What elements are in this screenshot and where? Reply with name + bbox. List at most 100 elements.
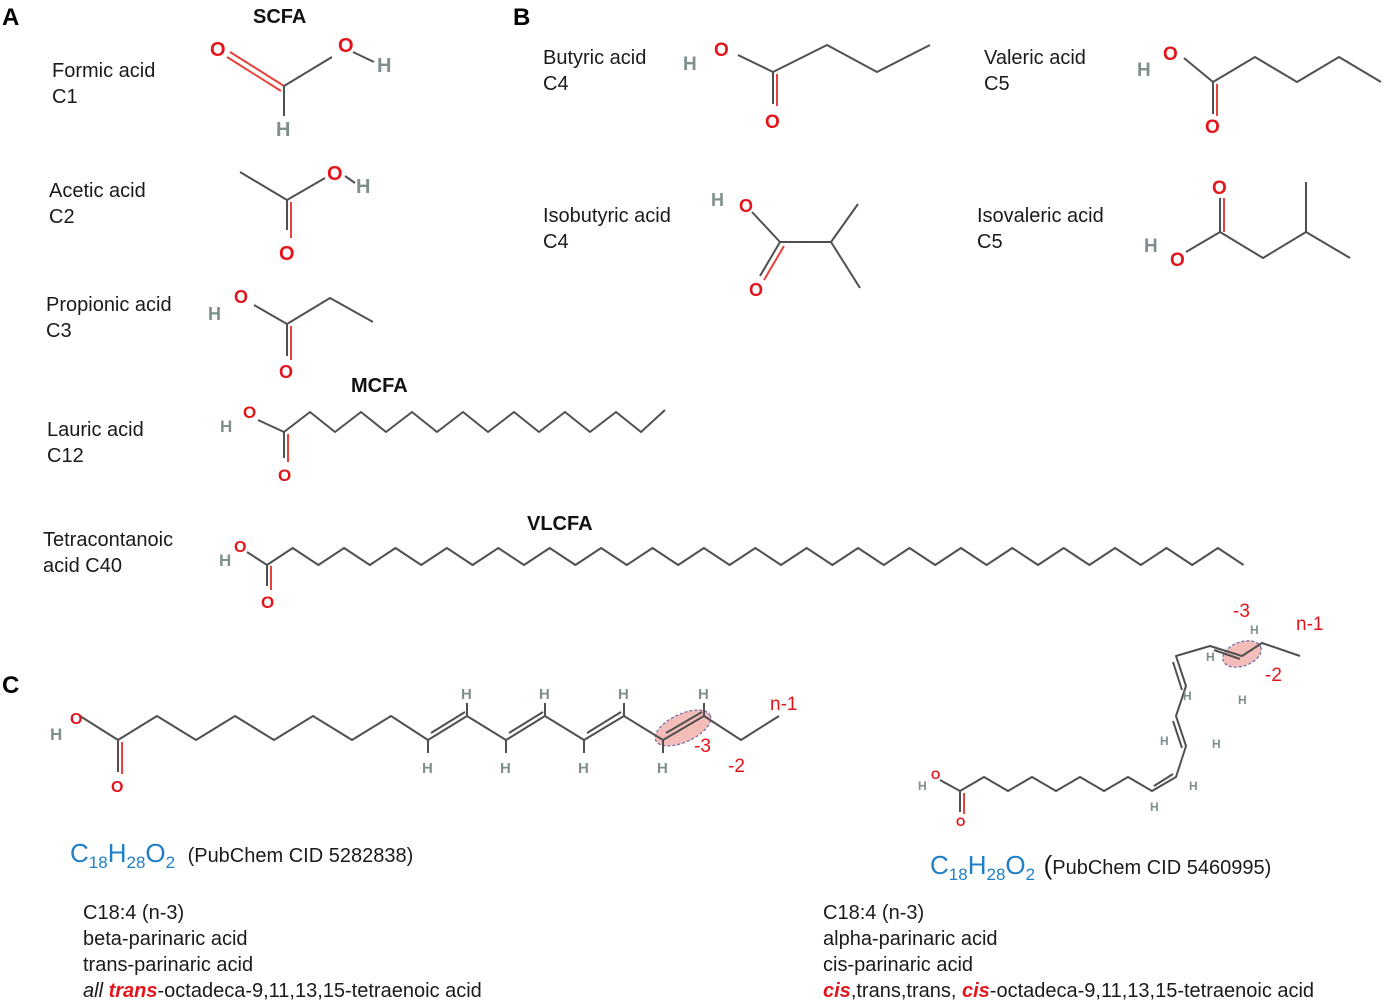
oxygen-atom: O bbox=[714, 40, 729, 61]
valeric-acid-structure: H O O bbox=[1137, 44, 1382, 138]
hydrogen-atom: H bbox=[276, 119, 290, 141]
hydrogen-atom: H bbox=[1212, 737, 1221, 751]
position-minus-2-label: -2 bbox=[728, 756, 745, 777]
oxygen-atom: O bbox=[234, 539, 246, 556]
oxygen-atom: O bbox=[279, 243, 295, 265]
oxygen-atom: O bbox=[338, 35, 354, 57]
oxygen-atom: O bbox=[956, 815, 965, 829]
hydrogen-atom: H bbox=[1250, 623, 1259, 637]
category-mcfa: MCFA bbox=[351, 375, 408, 397]
carbon-count: C2 bbox=[49, 206, 75, 228]
position-n-1-label: n-1 bbox=[770, 694, 797, 715]
isovaleric-acid-structure: O H O bbox=[1144, 178, 1351, 271]
oxygen-atom: O bbox=[210, 39, 226, 61]
hydrogen-atom: H bbox=[1160, 734, 1169, 748]
hydrogen-atom: H bbox=[578, 760, 589, 777]
oxygen-atom: O bbox=[111, 779, 123, 796]
hydrogen-atom: H bbox=[711, 190, 724, 210]
tetracontanoic-acid-structure: H O O bbox=[219, 539, 1245, 612]
hydrogen-atom: H bbox=[461, 686, 472, 703]
alpha-description: C18:4 (n-3) alpha-parinaric acid cis-par… bbox=[823, 900, 1314, 1004]
formula-text: C18H28O2 bbox=[70, 838, 176, 873]
beta-description: C18:4 (n-3) beta-parinaric acid trans-pa… bbox=[83, 900, 482, 1004]
hydrogen-atom: H bbox=[377, 55, 391, 77]
acid-name: Butyric acid bbox=[543, 47, 647, 69]
position-n-1-label: n-1 bbox=[1296, 614, 1323, 635]
category-scfa: SCFA bbox=[253, 6, 307, 28]
carbon-count: C12 bbox=[47, 445, 84, 467]
oxygen-atom: O bbox=[1205, 117, 1220, 138]
position-minus-2-label: -2 bbox=[1265, 665, 1282, 686]
lauric-acid-structure: H O O bbox=[220, 403, 666, 485]
acid-name: Isovaleric acid bbox=[977, 205, 1104, 227]
carbon-count: C1 bbox=[52, 86, 78, 108]
hydrogen-atom: H bbox=[220, 417, 232, 436]
acid-name: Formic acid bbox=[52, 60, 156, 82]
carbon-count: acid C40 bbox=[43, 555, 122, 577]
double-bond-highlight bbox=[1222, 640, 1262, 668]
hydrogen-atom: H bbox=[918, 779, 927, 793]
formic-acid-label: Formic acid C1 bbox=[52, 58, 155, 110]
hydrogen-atom: H bbox=[50, 725, 62, 744]
alpha-name-2: cis-parinaric acid bbox=[823, 954, 974, 976]
hydrogen-atom: H bbox=[1238, 693, 1247, 707]
alpha-pubchem-cid: PubChem CID 5460995) bbox=[1052, 857, 1272, 879]
carbon-count: C4 bbox=[543, 73, 569, 95]
alpha-name-1: alpha-parinaric acid bbox=[823, 928, 998, 950]
oxygen-atom: O bbox=[1170, 250, 1185, 271]
alpha-parinaric-acid-structure: H O O H H H H H H H H -3 n-1 -2 bbox=[918, 601, 1323, 829]
oxygen-atom: O bbox=[279, 362, 293, 382]
hydrogen-atom: H bbox=[698, 686, 709, 703]
oxygen-atom: O bbox=[1212, 178, 1227, 199]
alpha-code: C18:4 (n-3) bbox=[823, 902, 925, 924]
acetic-acid-structure: O H O bbox=[239, 163, 370, 265]
butyric-acid-label: Butyric acid C4 bbox=[543, 45, 646, 97]
hydrogen-atom: H bbox=[208, 304, 221, 324]
hydrogen-atom: H bbox=[539, 686, 550, 703]
hydrogen-atom: H bbox=[1206, 650, 1215, 664]
panel-label-c: C bbox=[2, 672, 20, 699]
position-minus-3-label: -3 bbox=[694, 736, 711, 757]
carbon-count: C5 bbox=[977, 231, 1003, 253]
hydrogen-atom: H bbox=[356, 176, 370, 198]
acid-name: Tetracontanoic bbox=[43, 529, 174, 551]
position-minus-3-label: -3 bbox=[1233, 601, 1250, 622]
hydrogen-atom: H bbox=[1189, 779, 1198, 793]
beta-formula: C18H28O2 (PubChem CID 5282838) bbox=[70, 838, 413, 873]
acetic-acid-label: Acetic acid C2 bbox=[49, 178, 146, 230]
tetracontanoic-acid-label: Tetracontanoic acid C40 bbox=[43, 527, 173, 579]
isovaleric-acid-label: Isovaleric acid C5 bbox=[977, 203, 1104, 255]
oxygen-atom: O bbox=[749, 280, 763, 300]
oxygen-atom: O bbox=[327, 163, 343, 185]
beta-name-1: beta-parinaric acid bbox=[83, 928, 248, 950]
oxygen-atom: O bbox=[278, 466, 291, 485]
acid-name: Isobutyric acid bbox=[543, 205, 671, 227]
propionic-acid-label: Propionic acid C3 bbox=[46, 292, 172, 344]
oxygen-atom: O bbox=[1163, 44, 1178, 65]
hydrogen-atom: H bbox=[1137, 60, 1151, 81]
lauric-acid-label: Lauric acid C12 bbox=[47, 417, 144, 469]
oxygen-atom: O bbox=[243, 403, 256, 422]
hydrogen-atom: H bbox=[1150, 800, 1159, 814]
valeric-acid-label: Valeric acid C5 bbox=[984, 45, 1086, 97]
alpha-iupac: cis,trans,trans, cis-octadeca-9,11,13,15… bbox=[823, 980, 1315, 1002]
oxygen-atom: O bbox=[70, 711, 82, 728]
acid-name: Propionic acid bbox=[46, 294, 172, 316]
carbon-count: C4 bbox=[543, 231, 569, 253]
hydrogen-atom: H bbox=[618, 686, 629, 703]
panel-label-b: B bbox=[513, 4, 531, 31]
isobutyric-acid-label: Isobutyric acid C4 bbox=[543, 203, 671, 255]
hydrogen-atom: H bbox=[219, 551, 231, 570]
panel-label-a: A bbox=[2, 4, 20, 31]
hydrogen-atom: H bbox=[422, 760, 433, 777]
propionic-acid-structure: H O O bbox=[208, 287, 374, 382]
isobutyric-acid-structure: H O O bbox=[711, 190, 861, 300]
hydrogen-atom: H bbox=[1183, 689, 1192, 703]
category-vlcfa: VLCFA bbox=[527, 513, 593, 535]
beta-name-2: trans-parinaric acid bbox=[83, 954, 254, 976]
oxygen-atom: O bbox=[739, 196, 753, 216]
carbon-count: C5 bbox=[984, 73, 1010, 95]
acid-name: Valeric acid bbox=[984, 47, 1086, 69]
beta-iupac: all trans-octadeca-9,11,13,15-tetraenoic… bbox=[83, 980, 482, 1002]
